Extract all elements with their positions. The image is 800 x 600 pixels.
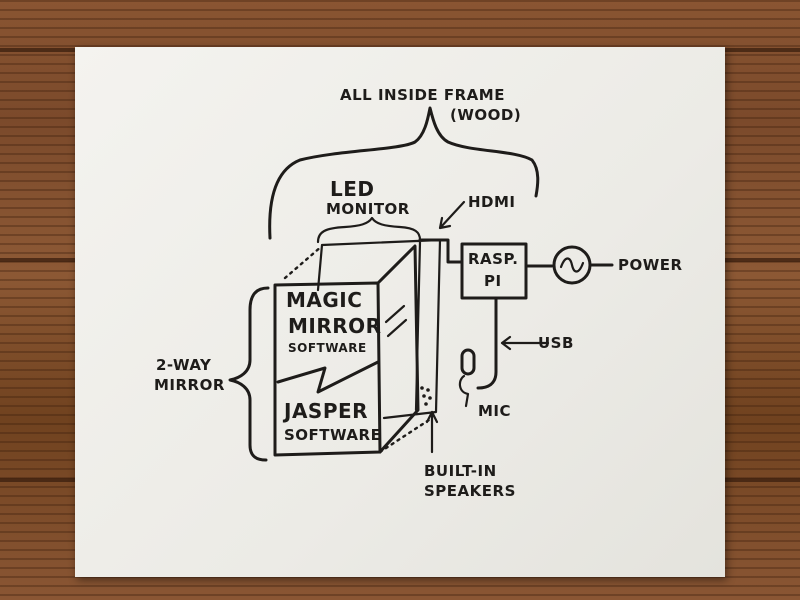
power-ac-icon [552, 245, 592, 285]
led-label-line1: LED [330, 177, 375, 201]
speakers-label-line1: BUILT-IN [424, 462, 497, 480]
frame-label-line1: ALL INSIDE FRAME [340, 86, 505, 104]
raspberry-pi-box [460, 242, 528, 300]
speakers-label-line2: SPEAKERS [424, 482, 516, 500]
usb-cable [476, 296, 498, 390]
mirror-label-line2: MIRROR [154, 376, 225, 394]
mic-label: MIC [478, 402, 511, 420]
magic-label-line3: SOFTWARE [288, 341, 367, 355]
hdmi-label: HDMI [468, 193, 516, 211]
reflection-marks [384, 304, 408, 338]
dotted-edge [283, 244, 324, 280]
power-label: POWER [618, 256, 683, 274]
rasp-label-line1: RASP. [468, 250, 518, 268]
jasper-label-line1: JASPER [282, 399, 368, 423]
frame-brace [268, 106, 540, 240]
led-label-line2: MONITOR [326, 200, 410, 218]
magic-label-line2: MIRROR [288, 314, 382, 338]
microphone-icon [458, 348, 476, 408]
dotted-edge-bottom [378, 416, 434, 454]
divider-zigzag [276, 360, 380, 394]
jasper-label-line2: SOFTWARE [284, 426, 381, 444]
speaker-grille-icon [420, 386, 432, 406]
frame-label-line2: (WOOD) [450, 106, 521, 124]
mirror-brace [228, 286, 270, 462]
hdmi-arrow [438, 200, 466, 230]
usb-arrow [500, 335, 550, 351]
monitor-brace [316, 216, 422, 244]
mirror-label-line1: 2-WAY [156, 356, 212, 374]
speakers-arrow [425, 410, 439, 454]
hdmi-cable [418, 238, 464, 264]
paper-sheet [75, 47, 725, 577]
usb-label: USB [538, 334, 574, 352]
magic-label-line1: MAGIC [286, 288, 362, 312]
mirror-side-panel [376, 244, 420, 454]
rasp-label-line2: PI [484, 272, 502, 290]
